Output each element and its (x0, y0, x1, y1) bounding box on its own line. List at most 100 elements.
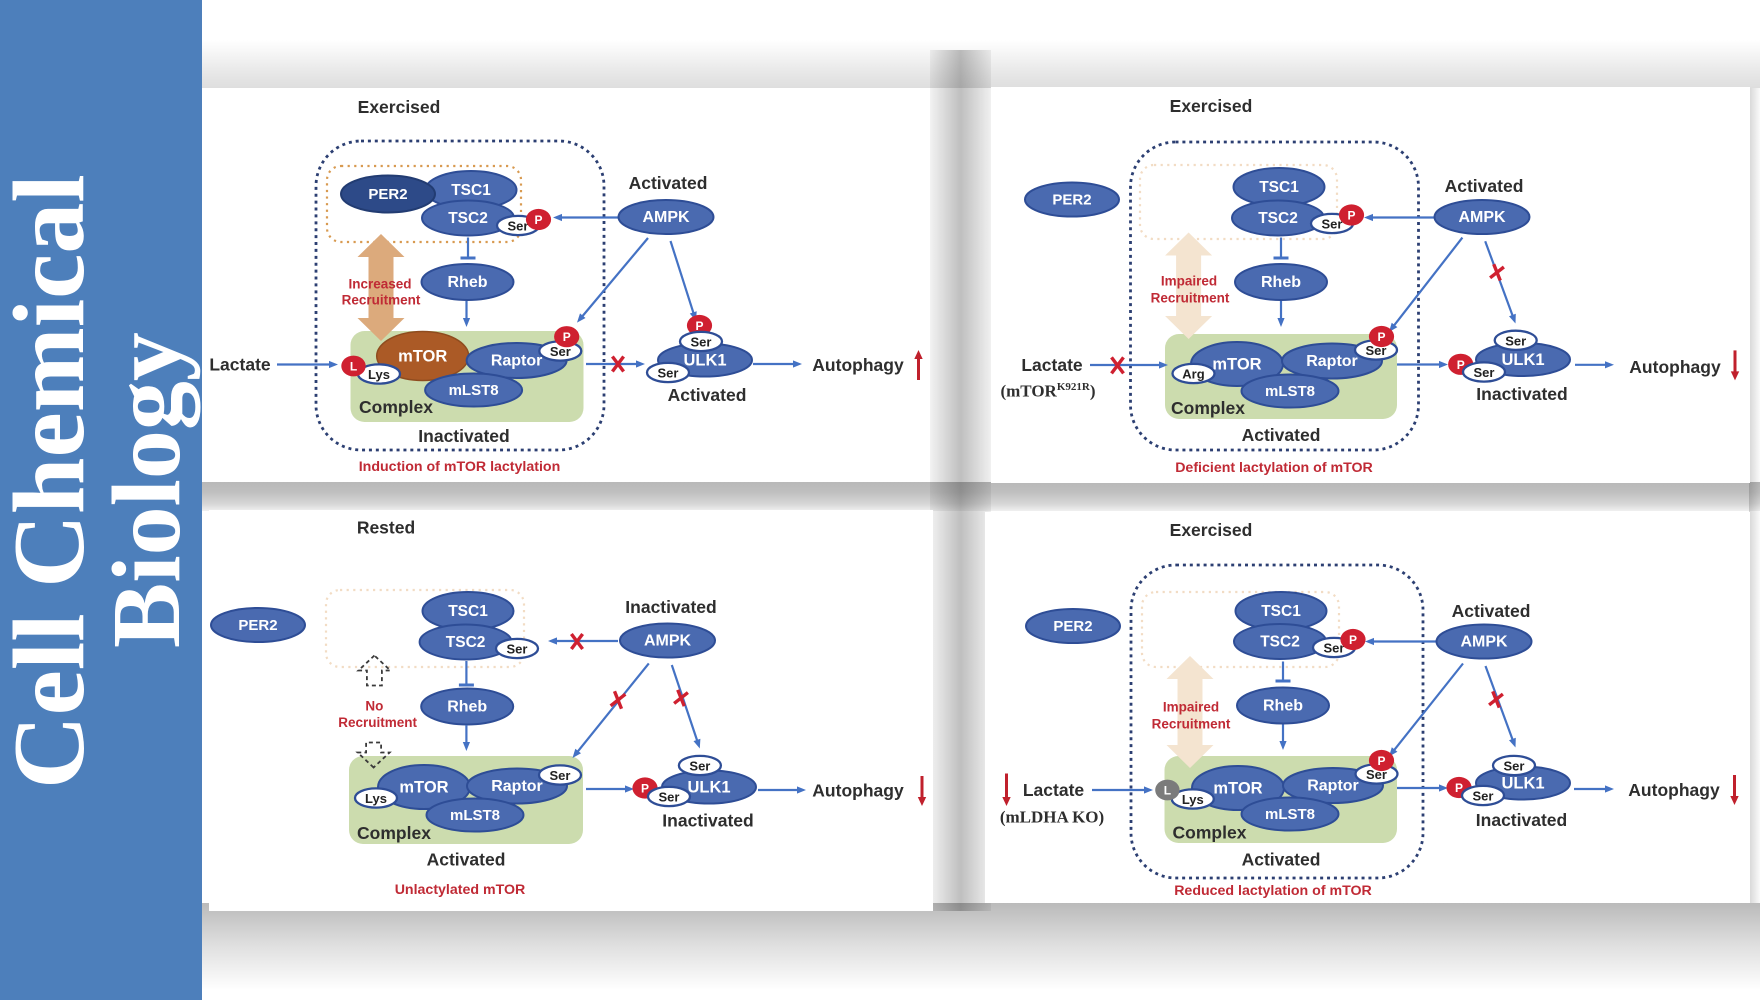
svg-text:Raptor: Raptor (491, 353, 543, 370)
svg-text:P: P (641, 782, 649, 796)
svg-text:TSC1: TSC1 (1261, 603, 1301, 620)
svg-text:Unlactylated mTOR: Unlactylated mTOR (395, 882, 526, 898)
svg-text:mLST8: mLST8 (1265, 383, 1315, 400)
svg-text:Rheb: Rheb (1263, 698, 1303, 715)
svg-text:Complex: Complex (1173, 823, 1247, 843)
svg-text:P: P (534, 213, 542, 227)
svg-text:AMPK: AMPK (1460, 634, 1508, 651)
svg-text:Lys: Lys (1182, 792, 1204, 807)
svg-text:Ser: Ser (508, 219, 529, 234)
svg-text:Induction of mTOR lactylation: Induction of mTOR lactylation (359, 459, 561, 475)
svg-text:Activated: Activated (1445, 176, 1524, 196)
svg-text:TSC2: TSC2 (1260, 634, 1300, 651)
svg-text:TSC2: TSC2 (448, 210, 488, 227)
svg-text:P: P (695, 319, 703, 333)
svg-text:PER2: PER2 (1053, 618, 1092, 635)
svg-text:No: No (365, 699, 383, 714)
svg-text:L: L (1164, 784, 1171, 798)
svg-text:mLST8: mLST8 (449, 382, 499, 399)
svg-text:TSC1: TSC1 (448, 603, 488, 620)
svg-text:Inactivated: Inactivated (1476, 810, 1567, 830)
svg-text:Ser: Ser (1504, 759, 1525, 774)
svg-text:AMPK: AMPK (644, 633, 692, 650)
svg-text:Reduced lactylation of mTOR: Reduced lactylation of mTOR (1174, 883, 1372, 899)
svg-text:Activated: Activated (668, 385, 747, 405)
svg-text:mTOR: mTOR (1213, 780, 1262, 798)
svg-text:Inactivated: Inactivated (625, 597, 716, 617)
svg-text:ULK1: ULK1 (683, 352, 726, 370)
svg-text:mLST8: mLST8 (1265, 806, 1315, 823)
svg-text:TSC2: TSC2 (446, 634, 486, 651)
svg-text:Impaired: Impaired (1161, 274, 1217, 289)
svg-text:PER2: PER2 (238, 617, 277, 634)
svg-text:Rheb: Rheb (448, 274, 488, 291)
svg-text:Recruitment: Recruitment (1151, 291, 1230, 306)
svg-text:Increased: Increased (348, 277, 411, 292)
svg-text:P: P (1455, 781, 1463, 795)
svg-text:Ser: Ser (1324, 641, 1345, 656)
svg-text:Ser: Ser (689, 759, 710, 774)
svg-text:AMPK: AMPK (1458, 209, 1506, 226)
svg-text:Complex: Complex (359, 397, 433, 417)
svg-text:Autophagy: Autophagy (1629, 357, 1721, 377)
svg-text:Activated: Activated (1452, 601, 1531, 621)
svg-text:Rested: Rested (357, 518, 415, 538)
svg-text:TSC1: TSC1 (451, 182, 491, 199)
svg-text:(mTORK921R): (mTORK921R) (1000, 381, 1095, 400)
svg-text:Lys: Lys (368, 367, 390, 382)
svg-text:Rheb: Rheb (1261, 274, 1301, 291)
svg-text:mLST8: mLST8 (450, 807, 500, 824)
svg-text:Arg: Arg (1182, 367, 1204, 382)
svg-text:Deficient lactylation of mTOR: Deficient lactylation of mTOR (1175, 460, 1373, 476)
svg-text:PER2: PER2 (368, 186, 407, 203)
svg-text:Ser: Ser (1505, 333, 1526, 348)
svg-text:Raptor: Raptor (1307, 778, 1359, 795)
svg-text:mTOR: mTOR (1212, 356, 1261, 374)
svg-text:Lactate: Lactate (1023, 780, 1085, 800)
svg-text:Exercised: Exercised (1170, 96, 1253, 116)
svg-text:Autophagy: Autophagy (812, 355, 904, 375)
svg-text:Inactivated: Inactivated (662, 811, 753, 831)
svg-text:Ser: Ser (1473, 789, 1494, 804)
svg-text:Lys: Lys (365, 791, 387, 806)
svg-text:Autophagy: Autophagy (1628, 780, 1720, 800)
svg-text:Complex: Complex (1171, 398, 1245, 418)
svg-text:P: P (1377, 754, 1385, 768)
svg-text:TSC1: TSC1 (1259, 179, 1299, 196)
svg-text:Exercised: Exercised (358, 97, 441, 117)
svg-text:Recruitment: Recruitment (342, 293, 421, 308)
svg-text:AMPK: AMPK (642, 209, 690, 226)
svg-text:Impaired: Impaired (1163, 700, 1219, 715)
svg-text:ULK1: ULK1 (1501, 775, 1544, 793)
svg-text:Raptor: Raptor (1306, 353, 1358, 370)
svg-text:Complex: Complex (357, 823, 431, 843)
svg-text:mTOR: mTOR (398, 348, 447, 366)
svg-text:Exercised: Exercised (1170, 520, 1253, 540)
svg-text:Lactate: Lactate (209, 355, 271, 375)
svg-text:Activated: Activated (1242, 850, 1321, 870)
svg-text:P: P (1377, 330, 1385, 344)
svg-text:Ser: Ser (659, 790, 680, 805)
svg-text:PER2: PER2 (1052, 192, 1091, 209)
svg-text:Activated: Activated (427, 850, 506, 870)
svg-text:Recruitment: Recruitment (1152, 717, 1231, 732)
svg-text:L: L (350, 360, 357, 374)
svg-text:Activated: Activated (629, 173, 708, 193)
svg-text:(mLDHA KO): (mLDHA KO) (1000, 808, 1104, 827)
svg-text:Raptor: Raptor (491, 778, 543, 795)
svg-text:Ser: Ser (658, 366, 679, 381)
svg-text:P: P (1347, 209, 1355, 223)
svg-text:ULK1: ULK1 (687, 779, 730, 797)
svg-text:ULK1: ULK1 (1501, 351, 1544, 369)
svg-text:Recruitment: Recruitment (338, 715, 417, 730)
svg-text:Inactivated: Inactivated (1476, 384, 1567, 404)
svg-text:Ser: Ser (1322, 217, 1343, 232)
svg-text:Ser: Ser (507, 642, 528, 657)
svg-text:Inactivated: Inactivated (418, 426, 509, 446)
svg-text:TSC2: TSC2 (1258, 210, 1298, 227)
svg-text:Ser: Ser (691, 335, 712, 350)
svg-text:mTOR: mTOR (399, 779, 448, 797)
svg-text:P: P (1457, 358, 1465, 372)
svg-text:Ser: Ser (550, 768, 571, 783)
svg-text:Lactate: Lactate (1021, 355, 1083, 375)
